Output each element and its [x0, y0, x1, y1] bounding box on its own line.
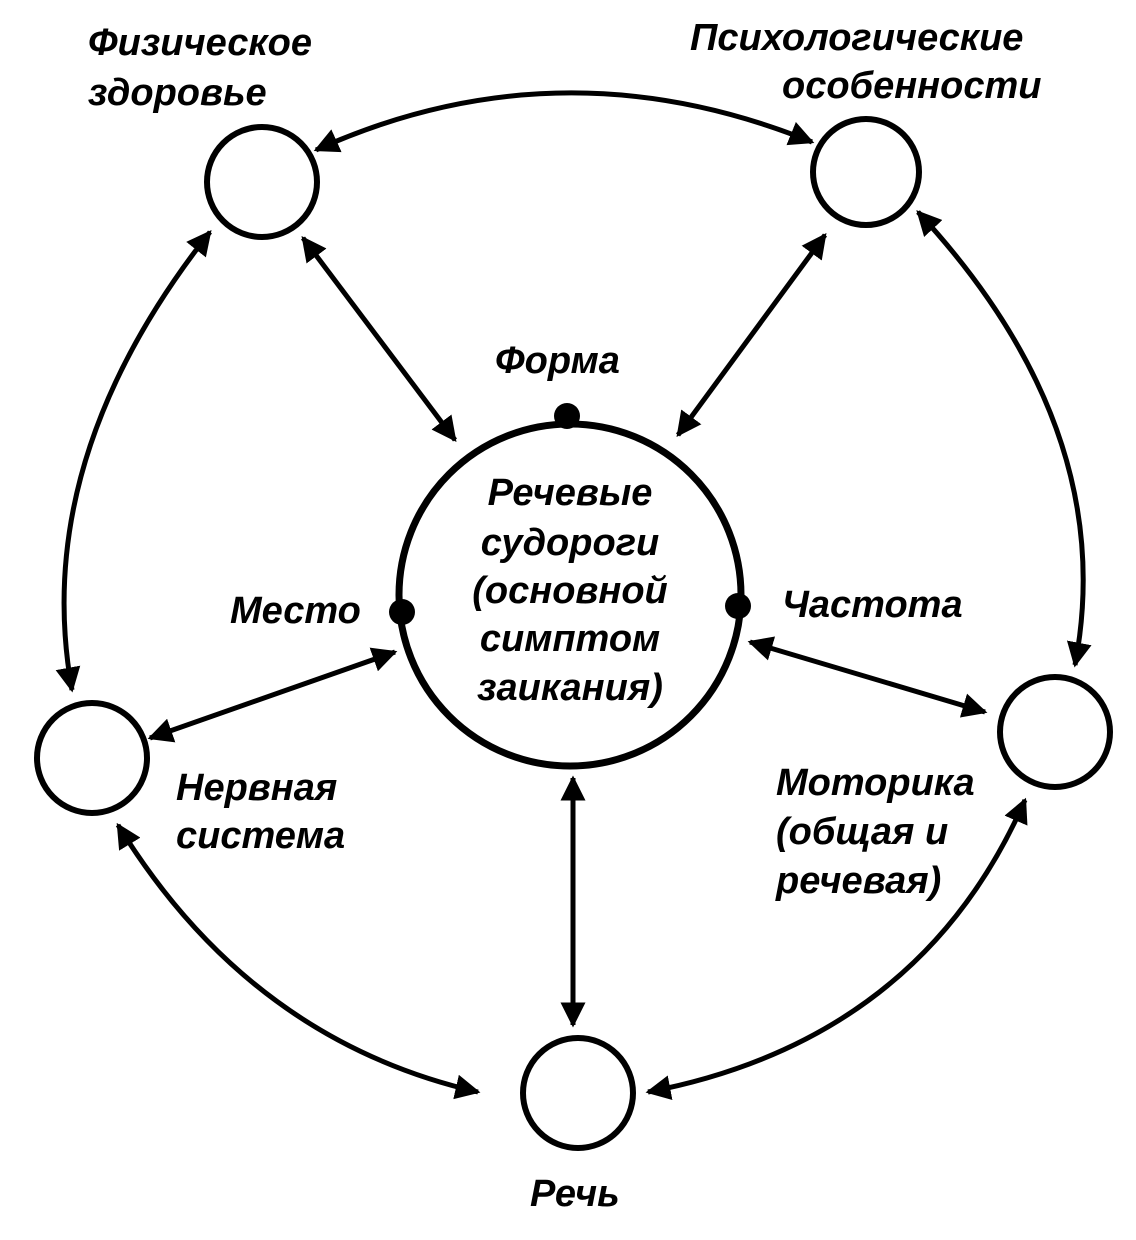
center-line-1: Речевые — [488, 472, 653, 514]
arrow-motor-speech — [645, 797, 1028, 1101]
arrow-motor-center — [747, 636, 988, 718]
arrow-physical-center — [301, 236, 457, 442]
arrow-physical-nervous — [55, 230, 212, 693]
node-physical-health — [204, 124, 320, 240]
label-nervous-system-1: Нервная — [176, 767, 337, 809]
marker-label-place: Место — [230, 590, 361, 632]
center-line-5: заикания) — [477, 667, 663, 709]
center-line-2: судороги — [481, 522, 659, 564]
arrow-physical-psychological — [313, 90, 815, 153]
label-psychological-2: особенности — [782, 65, 1041, 107]
label-motor-skills-3: речевая) — [775, 860, 941, 902]
node-psychological — [810, 116, 922, 228]
marker-dot-right — [725, 593, 751, 619]
label-speech: Речь — [530, 1173, 620, 1215]
label-psychological-1: Психологические — [690, 17, 1023, 59]
marker-label-frequency: Частота — [782, 584, 963, 626]
label-nervous-system-2: система — [176, 815, 345, 857]
arrow-nervous-center — [147, 647, 398, 743]
center-line-3: (основной — [472, 570, 668, 612]
arrow-nervous-speech — [115, 822, 481, 1100]
center-line-4: симптом — [480, 618, 660, 660]
label-motor-skills-1: Моторика — [776, 762, 975, 804]
node-nervous-system — [34, 700, 150, 816]
arrow-psychological-motor — [916, 210, 1092, 668]
label-physical-health-2: здоровье — [88, 72, 267, 114]
arrow-psychological-center — [675, 232, 828, 438]
marker-dot-top — [554, 403, 580, 429]
node-motor-skills — [997, 674, 1113, 790]
node-speech — [520, 1035, 636, 1151]
label-physical-health-1: Физическое — [88, 22, 312, 64]
marker-label-form: Форма — [495, 340, 620, 382]
marker-dot-left — [389, 599, 415, 625]
label-motor-skills-2: (общая и — [776, 811, 948, 853]
